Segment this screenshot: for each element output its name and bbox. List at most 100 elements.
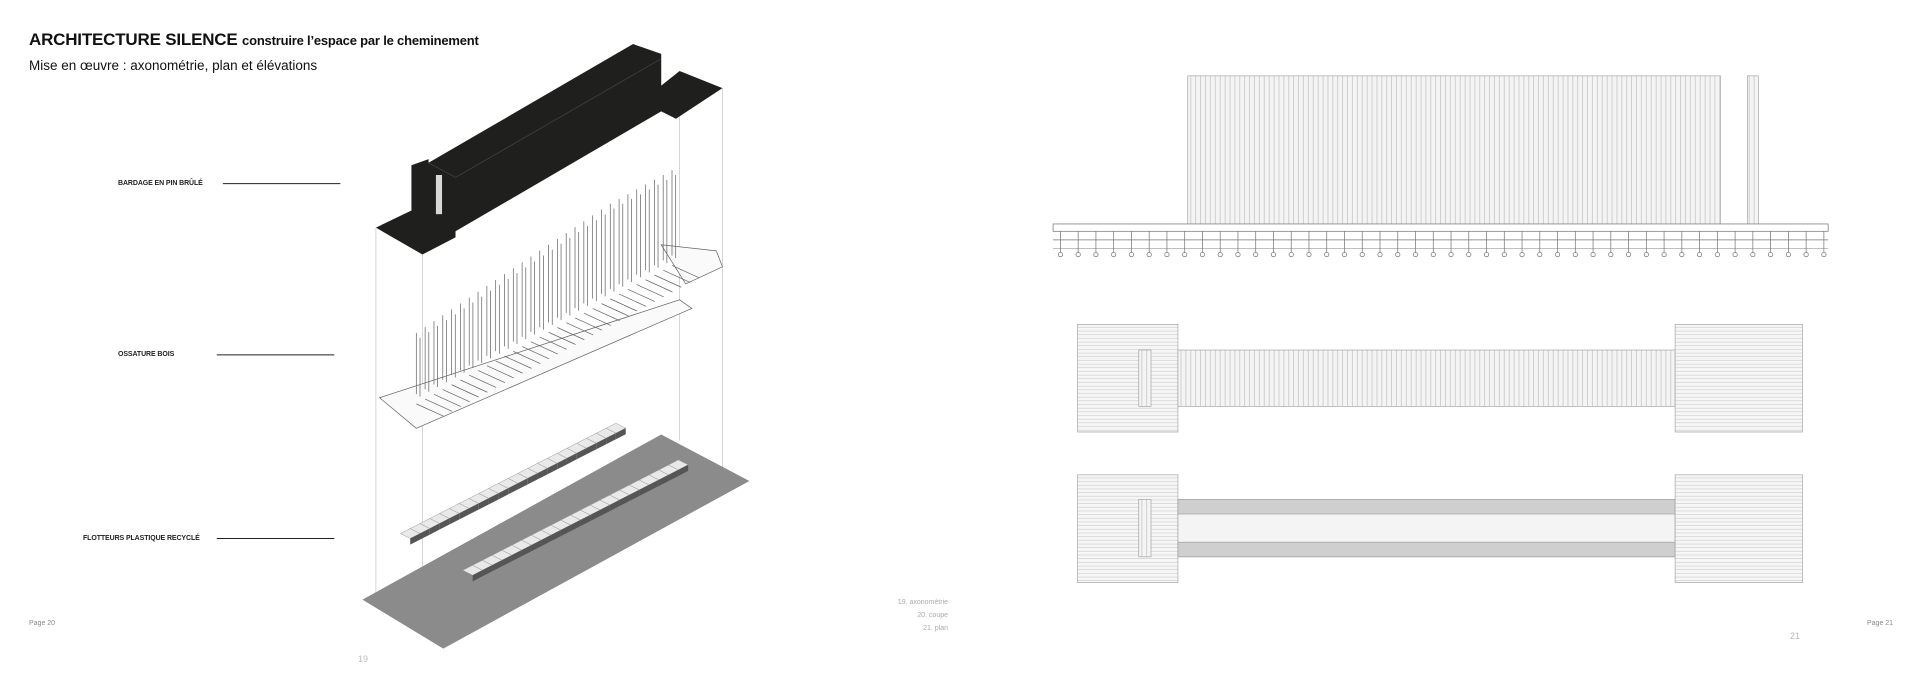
framework-deck-end <box>660 244 723 285</box>
deck-post-foot <box>1235 251 1241 258</box>
float-side <box>541 535 552 547</box>
label-framework: OSSATURE BOIS <box>118 351 175 358</box>
framework-joist <box>513 351 541 364</box>
float-side <box>502 555 512 567</box>
deck-post-foot <box>1395 251 1401 258</box>
framework-joist <box>442 389 470 403</box>
float-side <box>429 523 440 535</box>
float-side <box>580 514 591 527</box>
float-side <box>566 453 577 465</box>
deck-post-foot <box>1270 251 1277 258</box>
framework-joist <box>504 355 532 369</box>
framework-joist <box>495 360 523 374</box>
deck-post-foot <box>1572 251 1578 258</box>
float-side <box>508 483 518 495</box>
deck-post-foot <box>1377 251 1383 258</box>
label-cladding: BARDAGE EN PIN BRÛLÉ <box>118 180 203 187</box>
deck-post-foot <box>1803 251 1809 258</box>
deck-post-foot <box>1750 251 1756 258</box>
float-side <box>547 463 558 475</box>
deck-post-foot <box>1590 251 1596 258</box>
framework-joist <box>574 317 603 331</box>
float-side <box>449 513 460 525</box>
deck-post-foot <box>1341 251 1348 258</box>
caption-section: 20. coupe <box>917 612 948 619</box>
deck-post-foot <box>1111 251 1117 258</box>
deck-post-foot <box>1430 251 1436 258</box>
float-side <box>615 428 626 440</box>
framework-joist <box>654 274 682 288</box>
float-side <box>609 499 620 512</box>
deck-post-foot <box>1537 251 1543 258</box>
float-side <box>619 494 630 507</box>
deck-post-foot <box>1608 251 1614 258</box>
float-side <box>492 560 503 572</box>
deck-post-foot <box>1359 251 1365 258</box>
framework-joist <box>566 322 594 336</box>
framework-joist <box>433 393 462 407</box>
framework-joist <box>451 384 479 398</box>
float-side <box>557 458 567 470</box>
deck-post-foot <box>1253 251 1259 258</box>
framework-joist <box>627 288 656 302</box>
float-side <box>551 530 561 542</box>
framework-joist <box>424 398 453 412</box>
deck-post-foot <box>1661 251 1667 258</box>
deck-post-foot <box>1821 251 1827 258</box>
framework-joist <box>557 327 585 341</box>
deck-post-foot <box>1768 251 1774 258</box>
float-side <box>498 488 509 500</box>
framework-joist <box>460 379 488 393</box>
figure-number-left: 19 <box>358 654 369 664</box>
figure-number-right: 21 <box>1790 631 1801 641</box>
deck-post-foot <box>1697 251 1703 258</box>
float-side <box>600 504 610 517</box>
framework-deck <box>378 299 693 429</box>
deck-post-foot <box>1164 251 1170 258</box>
deck-post-foot <box>1714 251 1720 258</box>
framework-joist <box>548 331 576 345</box>
float-side <box>511 550 522 562</box>
deck-post-foot <box>1324 251 1330 258</box>
deck-post-foot <box>1732 251 1738 258</box>
float-side <box>560 525 571 537</box>
wood-framework <box>378 170 723 429</box>
plan-drawing <box>1077 324 1803 433</box>
deck-post-foot <box>1075 251 1081 258</box>
framework-joist <box>592 308 620 321</box>
float-side <box>521 545 532 557</box>
page-label-left: Page 20 <box>29 620 56 627</box>
framework-joist <box>663 269 691 283</box>
float-side <box>527 473 538 485</box>
page-title: ARCHITECTURE SILENCE construire l’espace… <box>29 30 479 50</box>
deck-post-foot <box>1466 251 1472 258</box>
framework-joist <box>477 370 506 384</box>
deck-post-foot <box>1128 251 1135 258</box>
float-side <box>606 433 616 445</box>
float-side <box>410 533 420 545</box>
float-side <box>648 479 659 491</box>
page-subtitle: Mise en œuvre : axonométrie, plan et élé… <box>29 58 318 73</box>
deck-post-foot <box>1554 251 1561 258</box>
deck-post-foot <box>1412 251 1419 258</box>
deck-post-foot <box>1448 251 1454 258</box>
float-side <box>668 469 679 481</box>
elevation-drawing <box>1052 75 1829 258</box>
float-side <box>590 509 600 522</box>
label-floats: FLOTTEURS PLASTIQUE RECYCLÉ <box>83 535 200 542</box>
framework-joist <box>671 265 700 279</box>
deck-post-foot <box>1146 251 1152 258</box>
deck-post-foot <box>1057 251 1063 258</box>
title-sub: construire l’espace par le cheminement <box>242 33 479 48</box>
page-label-right: Page 21 <box>1867 620 1894 627</box>
title-main: ARCHITECTURE SILENCE <box>29 30 238 49</box>
framework-joist <box>416 403 444 417</box>
float-side <box>537 468 548 480</box>
deck-post-foot <box>1306 251 1312 258</box>
framework-joist <box>539 336 567 350</box>
deck-post-foot <box>1785 251 1791 258</box>
float-side <box>468 503 479 515</box>
deck-post-foot <box>1519 251 1525 258</box>
framework-joist <box>610 298 638 312</box>
